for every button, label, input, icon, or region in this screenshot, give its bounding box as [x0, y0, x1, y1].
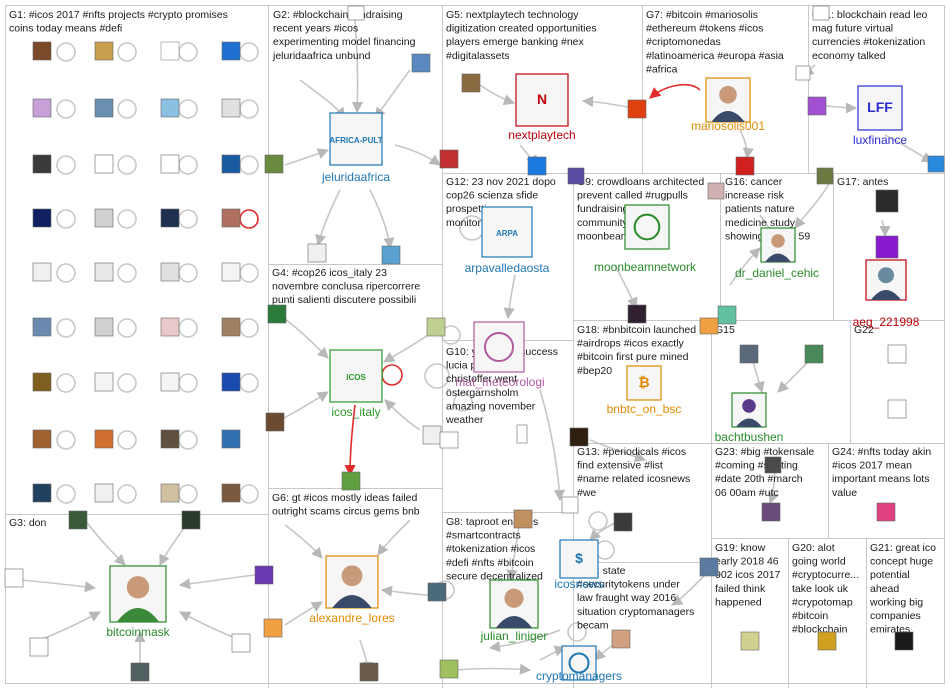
- moonbeam-logo-mark: [633, 213, 661, 241]
- hub-label-icos-italy: icos_italy: [331, 405, 380, 419]
- icos-logo: [329, 349, 383, 403]
- icos-logo-text: ICOS: [346, 373, 366, 382]
- hub-label-bitcoinmask: bitcoinmask: [106, 625, 170, 639]
- circle-logo: [473, 321, 525, 373]
- hub-node-icos-italy[interactable]: ICOS icos_italy: [329, 349, 383, 419]
- lock-logo-mark: [568, 652, 590, 674]
- hub-node-luxfinance[interactable]: LFF luxfinance: [853, 85, 907, 147]
- hub-label-bnbtc-on-bsc: bnbtc_on_bsc: [607, 402, 682, 416]
- africa-pult-logo: [329, 112, 383, 166]
- hub-label-aeg-221998: aeg_221998: [853, 315, 920, 329]
- avatar-head-icon: [878, 267, 894, 284]
- avatar-body-icon: [870, 290, 902, 300]
- avatar-head-icon: [719, 85, 737, 104]
- hub-label-julian-liniger: julian_liniger: [480, 629, 548, 643]
- lock-logo: [561, 645, 597, 681]
- moonbeam-logo: [624, 204, 670, 250]
- hub-label-luxfinance: luxfinance: [853, 133, 907, 147]
- hub-node-julian-liniger[interactable]: julian_liniger: [480, 579, 548, 643]
- hub-node-icosnews[interactable]: $ icosnews: [554, 539, 604, 591]
- icos-dollar-logo: [559, 539, 599, 579]
- hub-node-cryptomanagers[interactable]: cryptomanagers: [536, 645, 622, 683]
- lff-logo-text: LFF: [867, 99, 893, 115]
- hub-label-arpavalledaosta: arpavalledaosta: [465, 261, 550, 275]
- hub-label-moonbeamnetwork: moonbeamnetwork: [594, 260, 697, 274]
- group-label-g15: G15: [715, 324, 735, 336]
- hub-label-dr-daniel-cehic: dr_daniel_cehic: [735, 266, 819, 280]
- icos-dollar-logo-text: $: [575, 550, 583, 566]
- small-nodes: [4, 5, 945, 682]
- group-label-g3: G3: don: [9, 517, 47, 529]
- red-edges: [344, 83, 701, 477]
- hub-node-dr-daniel-cehic[interactable]: dr_daniel_cehic: [735, 227, 819, 280]
- circle-logo-mark: [484, 332, 514, 362]
- hub-node-alexandre-lores[interactable]: alexandre_lores: [309, 555, 395, 625]
- group-labels: G1: #icos 2017 #nfts projects #crypto pr…: [9, 9, 936, 636]
- avatar-body-icon: [736, 418, 762, 427]
- hub-label-jeluridaafrica: jeluridaafrica: [321, 170, 390, 184]
- hub-label-bachtbushen: bachtbushen: [715, 430, 784, 444]
- group-label-g23: G23: #big #tokensale#coming #starting#da…: [715, 446, 814, 499]
- hub-node-bnbtc-on-bsc[interactable]: ₿ bnbtc_on_bsc: [607, 365, 682, 416]
- avatar-body-icon: [711, 111, 745, 122]
- hub-node-moonbeamnetwork[interactable]: moonbeamnetwork: [594, 204, 697, 274]
- hub-label-mat-meteorologi: mat_meteorologi: [455, 375, 544, 389]
- group-label-g17: G17: antes: [837, 176, 888, 188]
- hub-node-bachtbushen[interactable]: bachtbushen: [715, 392, 784, 444]
- group-label-g22: G22: [854, 324, 874, 336]
- avatar-body-icon: [495, 616, 533, 628]
- bitcoin-logo-text: ₿: [638, 374, 649, 390]
- nextplay-n-logo-text: N: [537, 91, 547, 107]
- hub-label-icosnews: icosnews: [554, 577, 603, 591]
- group-label-g18: G18: #bnbitcoin launched#airdrops #icos …: [577, 324, 696, 377]
- avatar-head-icon: [126, 576, 150, 599]
- avatar-head-icon: [504, 588, 524, 608]
- avatar-body-icon: [765, 253, 791, 262]
- africa-pult-logo-text: AFRICA-PULT: [329, 136, 382, 145]
- avatar-body-icon: [116, 608, 160, 622]
- bitcoin-logo: [626, 365, 662, 401]
- avatar-head-icon: [771, 234, 785, 248]
- hub-node-bitcoinmask[interactable]: bitcoinmask: [106, 565, 171, 639]
- lff-logo: [857, 85, 903, 131]
- group-label-g1: G1: #icos 2017 #nfts projects #crypto pr…: [9, 9, 228, 35]
- hub-node-mat-meteorologi[interactable]: mat_meteorologi: [455, 321, 545, 389]
- hub-node-mariosolis001[interactable]: mariosolis001: [691, 77, 765, 133]
- nextplay-n-logo: [515, 73, 569, 127]
- edges: [19, 19, 933, 675]
- hub-label-alexandre-lores: alexandre_lores: [309, 611, 394, 625]
- arpa-logo-text: ARPA: [496, 229, 518, 238]
- hub-label-cryptomanagers: cryptomanagers: [536, 669, 622, 683]
- hub-node-aeg-221998[interactable]: aeg_221998: [853, 259, 920, 329]
- avatar-head-icon: [742, 399, 756, 413]
- hub-node-arpavalledaosta[interactable]: ARPA arpavalledaosta: [465, 206, 550, 275]
- avatar-head-icon: [341, 565, 363, 587]
- arpa-logo: [481, 206, 533, 258]
- hub-node-jeluridaafrica[interactable]: AFRICA-PULT jeluridaafrica: [321, 112, 390, 184]
- avatar-body-icon: [332, 595, 372, 608]
- hub-label-nextplaytech: nextplaytech: [508, 128, 575, 142]
- group-label-g7: G7: #bitcoin #mariosolis#ethereum #token…: [646, 9, 784, 75]
- hub-label-mariosolis001: mariosolis001: [691, 119, 765, 133]
